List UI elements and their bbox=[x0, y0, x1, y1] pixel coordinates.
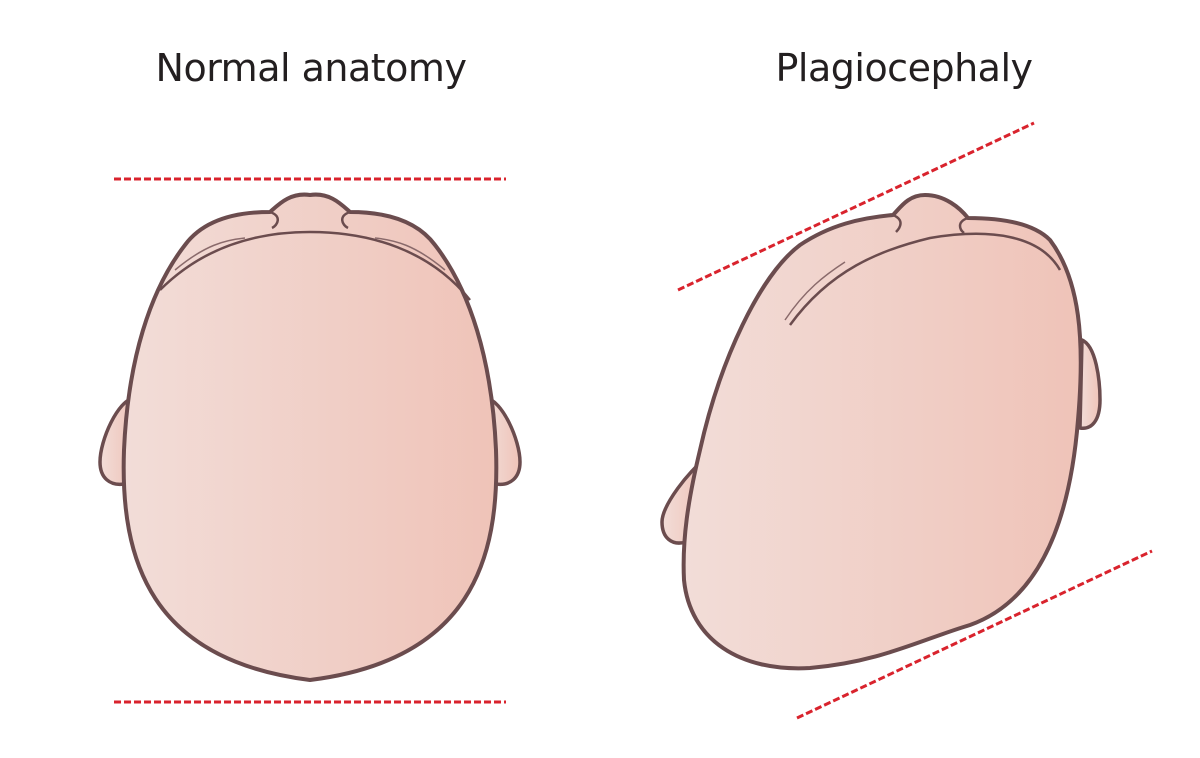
normal-head-outline bbox=[121, 192, 499, 682]
right-ear bbox=[1078, 338, 1102, 430]
panel-title-normal: Normal anatomy bbox=[155, 46, 467, 90]
panel-title-plagiocephaly: Plagiocephaly bbox=[775, 46, 1034, 90]
lower-diagonal-guide-line bbox=[796, 549, 1153, 720]
plagiocephaly-head-outline bbox=[681, 193, 1083, 671]
normal-head-illustration bbox=[98, 177, 522, 704]
upper-diagonal-guide-line bbox=[677, 121, 1035, 292]
plagiocephaly-head-illustration bbox=[660, 121, 1153, 720]
